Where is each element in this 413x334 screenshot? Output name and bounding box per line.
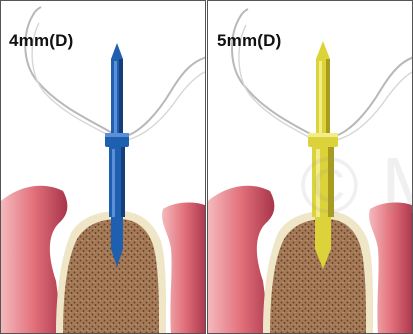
panel-label-4mm: 4mm(D) (9, 31, 74, 51)
panel-label-5mm: 5mm(D) (217, 31, 282, 51)
panel-5mm: 5mm(D) (207, 0, 413, 334)
wire-right (332, 57, 413, 137)
wire-right-inner (332, 71, 413, 141)
gum-right (162, 203, 206, 334)
wire-right (123, 57, 206, 137)
wire-left (25, 7, 119, 137)
gum-right (369, 203, 413, 334)
panel-4mm: 4mm(D) (0, 0, 206, 334)
